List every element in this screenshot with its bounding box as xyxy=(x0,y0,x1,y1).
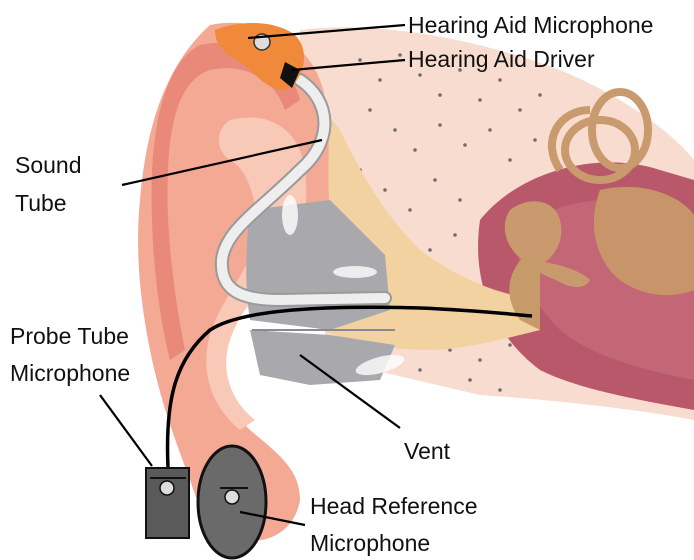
label-vent: Vent xyxy=(404,438,450,464)
label-head-reference-microphone-line1: Head Reference xyxy=(310,493,478,519)
label-probe-tube-microphone-line1: Probe Tube xyxy=(10,323,129,349)
label-sound-tube-line1: Sound xyxy=(15,152,82,178)
label-head-reference-microphone-line2: Microphone xyxy=(310,530,430,556)
leader-probe-tube-microphone xyxy=(100,395,152,466)
label-sound-tube-line2: Tube xyxy=(15,190,67,216)
label-hearing-aid-driver: Hearing Aid Driver xyxy=(408,46,595,72)
label-hearing-aid-microphone: Hearing Aid Microphone xyxy=(408,12,653,38)
head-ref-mic-port xyxy=(225,490,239,504)
probe-mic-port xyxy=(160,481,174,495)
label-probe-tube-microphone-line2: Microphone xyxy=(10,360,130,386)
